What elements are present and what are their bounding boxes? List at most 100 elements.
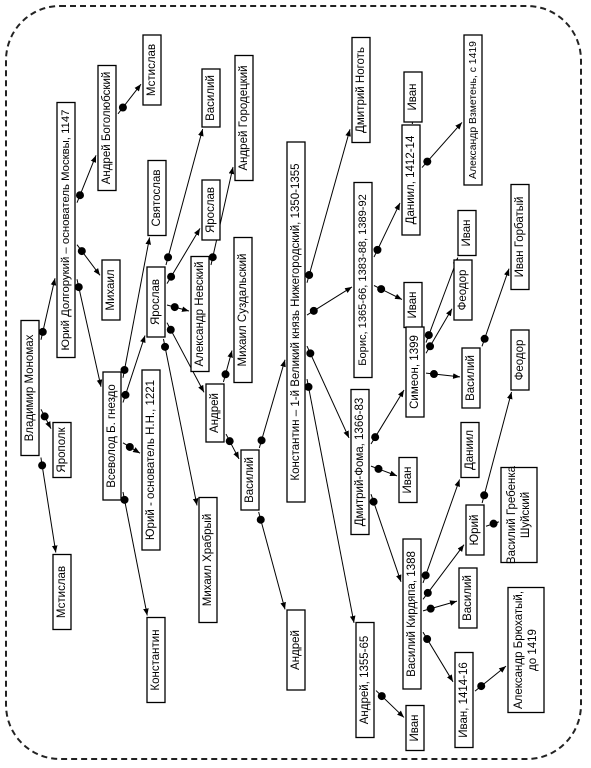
- edge-dot-yury_dolg-to-andrey_bog: [75, 191, 84, 200]
- node-box: [350, 388, 370, 536]
- edge-dot-andrey2-to-vasily2: [225, 437, 234, 446]
- edge-dot-simeon-to-vasily3: [429, 370, 438, 379]
- edge-dot-konstantin_nn-to-dmitry_foma: [306, 349, 315, 358]
- edge-dot-konstantin_nn-to-dmitry_nogot: [305, 271, 314, 280]
- node-box: [286, 609, 306, 691]
- node-konstantin1: Константин: [146, 616, 166, 704]
- node-label: Юрий: [469, 515, 481, 546]
- edge-dot-ivan_1414-to-alexandr_bryu: [477, 682, 486, 691]
- node-box: [286, 141, 306, 503]
- node-ivan1: Иван: [403, 281, 423, 329]
- edge-dot-vsevolod-to-konstantin1: [120, 495, 129, 504]
- edge-dot-vladimir-to-yaropolk: [40, 412, 49, 421]
- edge-dot-andrey2-to-mikhail_suz: [221, 370, 230, 379]
- edge-dot-alexandr_nev-to-andrey_gor: [208, 253, 217, 262]
- node-mstislav2: Мстислав: [142, 34, 162, 106]
- edge-vsevolod-to-konstantin1: [122, 491, 149, 616]
- edges-layer: [38, 83, 513, 718]
- node-label: Феодор: [457, 270, 469, 311]
- node-box: [398, 456, 418, 504]
- node-alexandr_vz: Александр Взметень, с 1419: [463, 34, 483, 186]
- node-box: [56, 101, 76, 359]
- node-label: Василий: [205, 75, 217, 121]
- node-alexandr_bryu: Александр Брюхатый,до 1419: [507, 586, 545, 714]
- node-dmitry_foma: Дмитрий-Фома, 1366-83: [350, 388, 370, 536]
- node-box: [510, 183, 530, 291]
- edge-dot-andrey_bog-to-mstislav2: [118, 103, 127, 112]
- edge-dot-vasily_kird-to-ivan_1414: [423, 635, 432, 644]
- node-box: [52, 421, 72, 479]
- edge-dot-yaroslav1-to-yaroslav2: [167, 272, 176, 281]
- node-label: Юрий Долгорукий – основатель Москвы, 114…: [60, 110, 72, 351]
- edge-konstantin_nn-to-dmitry_nogot: [306, 129, 351, 283]
- edge-yury2-to-feodor2: [481, 391, 513, 504]
- node-ivan3: Иван: [457, 209, 477, 257]
- node-svyatoslav: Святослав: [147, 159, 167, 237]
- edge-dot-dmitry_foma-to-vasily_kird: [369, 497, 378, 506]
- edge-dot-konstantin_nn-to-andrey_1355: [304, 382, 313, 391]
- edge-dot-vasily3-to-ivan_gorb: [480, 334, 489, 343]
- node-label: Иван: [461, 220, 473, 247]
- edge-dot-boris-to-daniil1: [373, 245, 382, 254]
- edge-dmitry_foma-to-vasily_kird: [370, 493, 402, 583]
- edge-vasily2-to-andrey3: [258, 511, 286, 610]
- node-daniil2: Даниил: [460, 421, 480, 479]
- node-yury_nn: Юрий - основатель Н.Н., 1221: [141, 369, 161, 551]
- edge-dot-vasily_kird-to-daniil2: [421, 571, 430, 580]
- node-label: Константин: [150, 629, 162, 690]
- node-label: Иван: [407, 292, 419, 319]
- node-yaropolk: Ярополк: [52, 421, 72, 479]
- node-label: Василий: [462, 575, 474, 621]
- edge-dot-konstantin_nn-to-boris: [309, 306, 318, 315]
- node-label: Василий: [465, 355, 477, 401]
- node-yaroslav2: Ярослав: [201, 179, 221, 241]
- node-label: Мстислав: [146, 44, 158, 96]
- edge-vasily2-to-konstantin_nn: [258, 359, 286, 449]
- node-label: Борис, 1365-66, 1383-88, 1389-92: [357, 194, 369, 366]
- node-box: [201, 68, 221, 128]
- node-label: Андрей Городецкий: [238, 65, 250, 170]
- node-alexandr_nev: Александр Невский: [190, 255, 210, 373]
- edge-dot-dmitry_foma-to-simeon: [371, 433, 380, 442]
- edge-dot-vasily_kird-to-vasily4: [426, 604, 435, 613]
- node-andrey2: Андрей: [205, 383, 225, 443]
- edge-dot-simeon-to-ivan3: [424, 331, 433, 340]
- node-label: Симеон, 1399: [409, 335, 421, 409]
- node-label: Василий Кирдяпа, 1388: [406, 551, 418, 677]
- node-box: [190, 255, 210, 373]
- node-box: [510, 329, 530, 391]
- edge-dot-andrey_1355-to-ivan5: [377, 692, 386, 701]
- node-label: Иван Горбатый: [514, 197, 526, 278]
- node-box: [458, 567, 478, 629]
- node-label: Иван: [402, 467, 414, 494]
- node-box: [507, 586, 545, 714]
- node-vasily_kird: Василий Кирдяпа, 1388: [402, 538, 422, 690]
- node-andrey3: Андрей: [286, 609, 306, 691]
- edge-dot-yury_dolg-to-mikhail1: [77, 247, 86, 256]
- node-vasily4: Василий: [458, 567, 478, 629]
- edge-dot-vasily_kird-to-yury2: [423, 588, 432, 597]
- node-yaroslav1: Ярослав: [146, 266, 166, 338]
- node-label: Михаил: [105, 269, 117, 310]
- node-andrey_bog: Андрей Боголюбский: [97, 64, 117, 192]
- node-box: [147, 159, 167, 237]
- edge-yaroslav1-to-vasily1: [165, 128, 204, 266]
- node-box: [351, 36, 371, 144]
- node-box: [463, 34, 483, 186]
- edge-yury_dolg-to-vsevolod: [76, 279, 103, 387]
- edge-konstantin_nn-to-dmitry_foma: [306, 345, 350, 439]
- node-box: [500, 466, 538, 564]
- node-label: Константин – 1-й Великий князь Нижегород…: [290, 163, 302, 480]
- node-box: [461, 347, 481, 409]
- edge-dot-boris-to-ivan1: [377, 285, 386, 294]
- node-box: [403, 71, 423, 123]
- node-label: Василий: [244, 457, 256, 503]
- dashed-frame: [5, 5, 582, 760]
- node-box: [405, 704, 425, 752]
- node-box: [405, 326, 425, 418]
- node-box: [401, 124, 421, 236]
- node-label-line2: Шуйский: [520, 492, 532, 538]
